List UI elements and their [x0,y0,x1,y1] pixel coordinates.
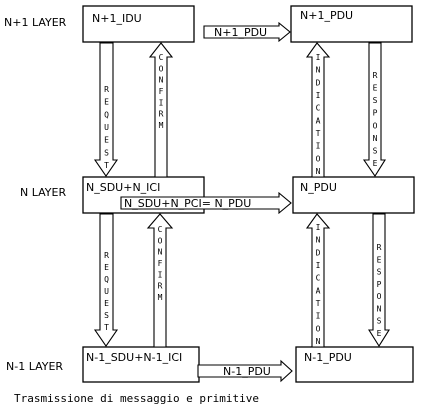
box-n-sdu-ici-label: N_SDU+N_ICI [86,181,160,194]
box-n-plus-1-idu [82,5,195,43]
layer-label-n-minus-1: N-1 LAYER [6,360,63,373]
arrow-indication-lower [305,213,331,348]
arrow-n-pdu [120,191,292,215]
box-n-minus-1-pdu-label: N-1_PDU [304,351,352,364]
box-n-minus-1-sdu-ici [82,346,200,383]
arrow-request-lower [93,213,119,347]
arrow-indication-upper [305,42,331,178]
arrow-n-minus-1-pdu [197,359,293,383]
arrow-response-upper [362,42,386,178]
layer-label-n-plus-1: N+1 LAYER [4,16,67,29]
arrow-confirm-upper [148,42,174,178]
box-n-pdu-label: N_PDU [300,181,337,194]
box-n-pdu [292,176,415,214]
arrow-request-upper [93,42,119,177]
arrow-n-minus-1-pdu-label: N-1_PDU [223,365,271,378]
caption: Trasmissione di messaggio e primitive [14,392,259,405]
arrow-n-pdu-label: N_SDU+N_PCI= N_PDU [124,197,251,210]
box-n-plus-1-pdu-label: N+1_PDU [300,9,353,22]
arrow-confirm-lower [146,213,174,348]
arrow-n-plus-1-pdu [203,21,291,43]
box-n-minus-1-pdu [295,346,414,383]
box-n-plus-1-pdu [290,5,413,43]
box-n-plus-1-idu-label: N+1_IDU [92,12,142,25]
layer-label-n: N LAYER [20,186,66,199]
arrow-n-plus-1-pdu-label: N+1_PDU [214,26,267,39]
arrow-response-lower [368,213,390,348]
box-n-minus-1-sdu-ici-label: N-1_SDU+N-1_ICI [86,351,182,364]
